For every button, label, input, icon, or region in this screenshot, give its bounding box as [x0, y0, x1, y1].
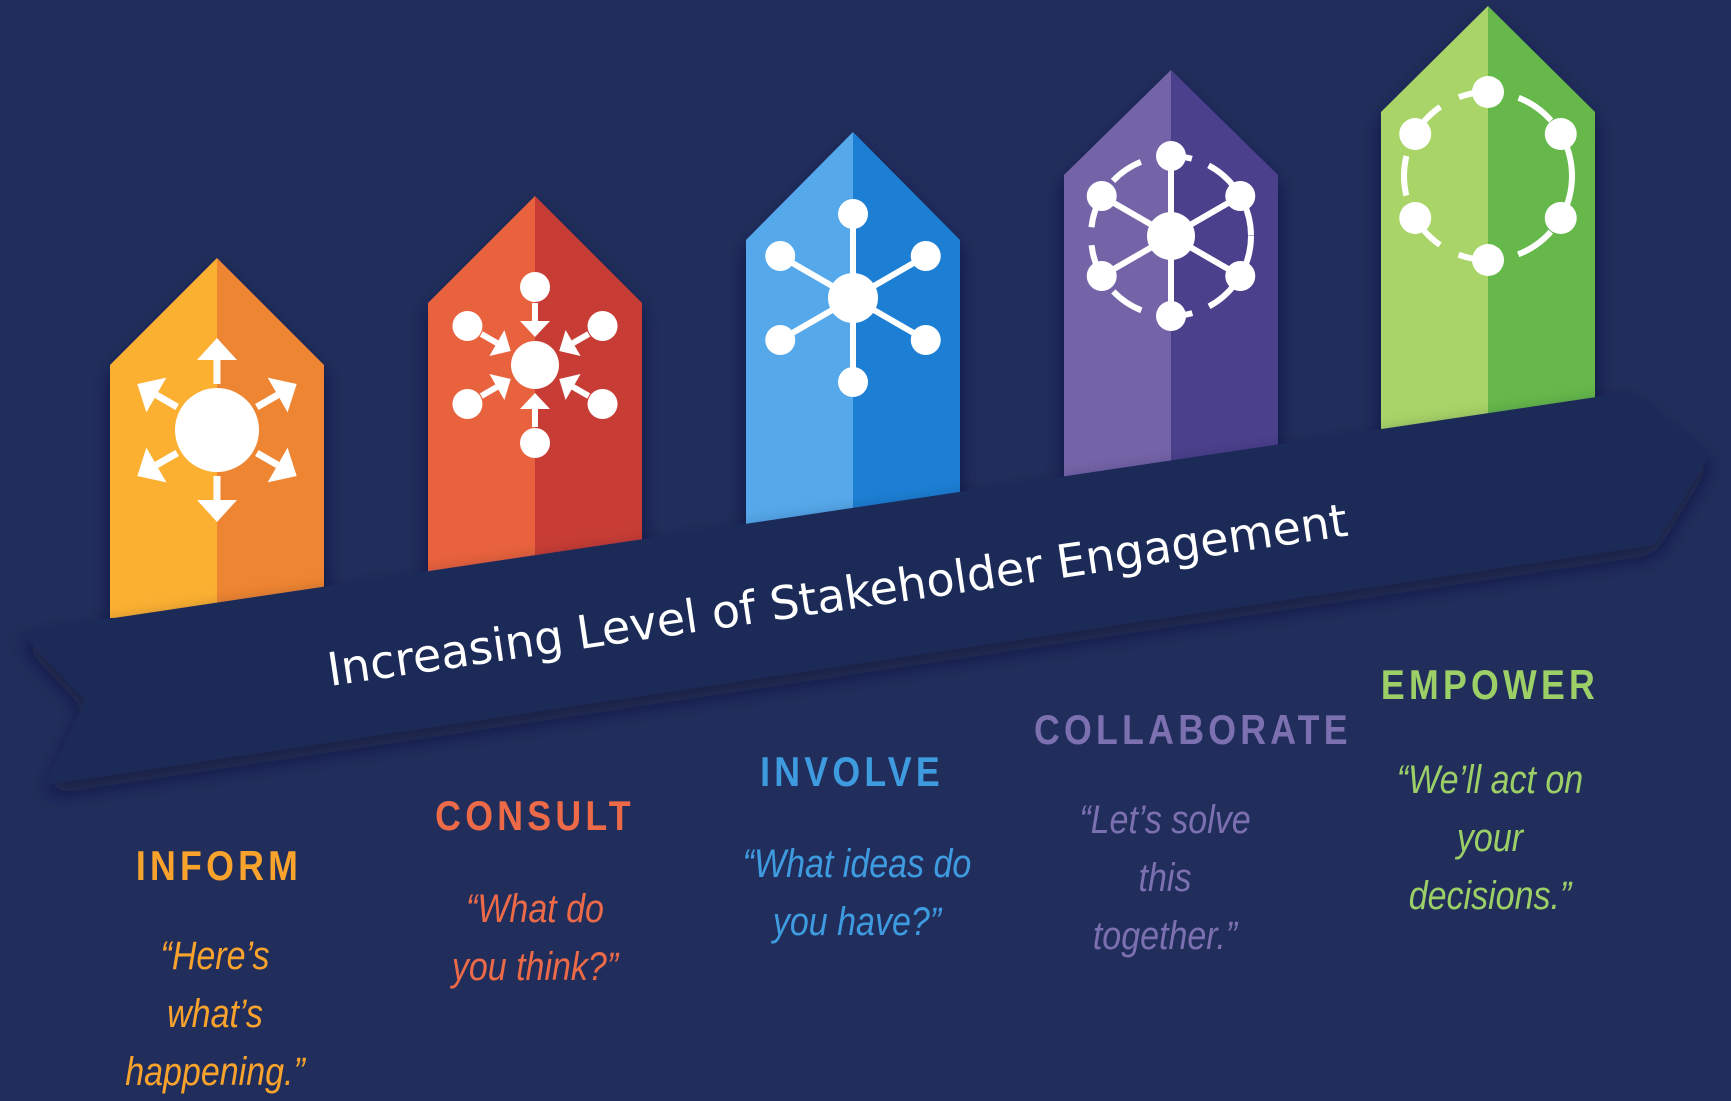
broadcast-arrows-out-icon: [137, 338, 297, 522]
arrow-right-face: [1171, 70, 1278, 478]
banner: [20, 392, 1710, 785]
arrow-left-face: [110, 258, 217, 618]
level-arrows: [110, 6, 1595, 618]
level-quote-consult: “What do you think?”: [451, 887, 619, 989]
feedback-arrows-in-icon: [452, 272, 618, 458]
arrow-right-face: [1488, 6, 1595, 430]
hub-ring-network-icon: [1086, 141, 1256, 331]
level-arrow-collaborate: [1064, 70, 1278, 478]
level-arrow-empower: [1381, 6, 1595, 430]
level-title-involve: INVOLVE: [760, 748, 944, 795]
arrow-right-face: [217, 258, 324, 618]
level-arrow-consult: [428, 196, 642, 572]
level-arrow-inform: [110, 258, 324, 618]
level-title-empower: EMPOWER: [1380, 661, 1600, 708]
level-title-inform: INFORM: [135, 842, 303, 889]
level-quote-involve: “What ideas do you have?”: [742, 842, 972, 944]
arrow-left-face: [428, 196, 535, 572]
arrow-right-face: [535, 196, 642, 572]
arrow-left-face: [1064, 70, 1171, 478]
level-title-consult: CONSULT: [435, 792, 635, 839]
level-quote-inform: “Here’s what’s happening.”: [125, 934, 305, 1094]
arrow-left-face: [1381, 6, 1488, 430]
hub-network-icon: [765, 199, 941, 397]
circle-network-icon: [1399, 76, 1577, 276]
level-quote-empower: “We’ll act on your decisions.”: [1396, 758, 1584, 918]
level-title-collaborate: COLLABORATE: [1034, 706, 1352, 753]
banner-ribbon: [20, 392, 1710, 785]
level-arrow-involve: [746, 132, 960, 525]
level-quote-collaborate: “Let’s solve this together.”: [1079, 798, 1251, 958]
